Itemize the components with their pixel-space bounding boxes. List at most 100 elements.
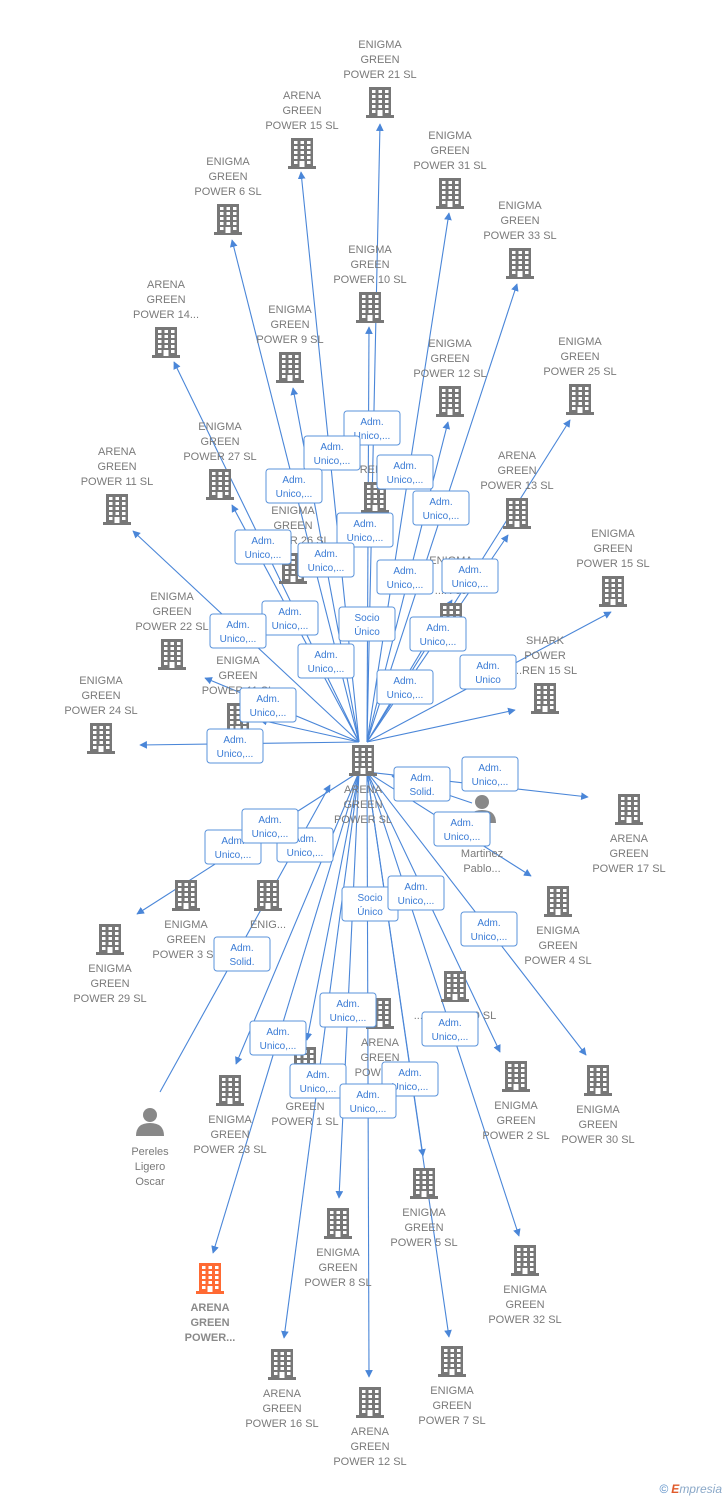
node-label-ag15: ARENA (283, 90, 322, 102)
node-label-eg_b: ENIG... (250, 919, 286, 931)
building-icon-eg22[interactable] (158, 639, 186, 670)
edge-label-text: Unico,... (215, 850, 252, 861)
edge-label-text: Adm. (438, 1018, 461, 1029)
node-label-eg22: GREEN (152, 606, 191, 618)
building-icon-ag12[interactable] (356, 1387, 384, 1418)
edge-label-eg10[interactable]: Adm.Unico,... (336, 512, 394, 548)
edge-label-text: Unico,... (387, 690, 424, 701)
building-icon-ag15[interactable] (288, 138, 316, 169)
building-icon-eg5[interactable] (410, 1168, 438, 1199)
edge-label-sp15[interactable]: Adm.Unico (459, 654, 517, 690)
edge-label-eg1[interactable]: Adm.Unico,... (241, 808, 299, 844)
node-label-eg15: ENIGMA (591, 528, 635, 540)
node-label-eg22: ENIGMA (150, 591, 194, 603)
edge-label-plo[interactable]: Adm.Solid. (213, 936, 271, 972)
edge-label-eg24[interactable]: Adm.Unico,... (206, 728, 264, 764)
node-label-mp: Pablo... (463, 863, 500, 875)
node-label-eg3: ENIGMA (164, 919, 208, 931)
edge-label-ag17[interactable]: Adm.Unico,... (461, 756, 519, 792)
building-icon-agpw[interactable] (196, 1263, 224, 1294)
node-label-ag17: GREEN (609, 848, 648, 860)
node-label-eg3: POWER 3 SL (152, 949, 219, 961)
edge-label-eg4[interactable]: Adm.Unico,... (433, 811, 491, 847)
building-icon-sp15[interactable] (531, 683, 559, 714)
building-icon-eg10[interactable] (356, 292, 384, 323)
building-icon-eg23[interactable] (216, 1075, 244, 1106)
edge-label-ag12[interactable]: Adm.Unico,... (339, 1083, 397, 1119)
edge-label-eg30[interactable]: Adm.Unico,... (460, 911, 518, 947)
building-icon-eg2[interactable] (502, 1061, 530, 1092)
node-label-eg10: GREEN (350, 259, 389, 271)
building-icon-ag11[interactable] (103, 494, 131, 525)
credit-footer[interactable]: ©Empresia (659, 1482, 722, 1496)
edge-label-mp[interactable]: Adm.Solid. (393, 766, 451, 802)
building-icon-ag16[interactable] (268, 1349, 296, 1380)
building-icon-eg6[interactable] (214, 204, 242, 235)
node-label-eg12: GREEN (430, 353, 469, 365)
edge-label-text: Unico,... (420, 637, 457, 648)
edge-label-text: Unico,... (471, 932, 508, 943)
person-icon-plo[interactable] (136, 1108, 164, 1136)
edge-label-ag14[interactable]: Adm.Unico,... (234, 529, 292, 565)
copyright-symbol: © (659, 1482, 669, 1496)
node-label-eg25: ENIGMA (558, 336, 602, 348)
edge-label-eg2[interactable]: Adm.Unico,... (421, 1011, 479, 1047)
edge-label-eg9[interactable]: Adm.Unico,... (297, 542, 355, 578)
building-icon-eg_b[interactable] (254, 880, 282, 911)
edge-label-text: Adm. (230, 943, 253, 954)
building-icon-eg21[interactable] (366, 87, 394, 118)
building-icon-eg3[interactable] (172, 880, 200, 911)
edge-labels-layer: Adm.Unico,...Adm.Unico,...Adm.Unico,...A… (204, 410, 519, 1119)
edge-label-eg32[interactable]: Adm.Unico,... (387, 875, 445, 911)
edge-label-ag11[interactable]: Adm.Unico,... (209, 613, 267, 649)
building-icon-eg29[interactable] (96, 924, 124, 955)
building-icon-eg12[interactable] (436, 386, 464, 417)
building-icon-ag14[interactable] (152, 327, 180, 358)
building-icon-eg33[interactable] (506, 248, 534, 279)
building-icon-ag13[interactable] (503, 498, 531, 529)
node-label-ag12: ARENA (351, 1426, 390, 1438)
building-icon-eg30[interactable] (584, 1065, 612, 1096)
edge-label-ag15[interactable]: Adm.Unico,... (303, 435, 361, 471)
edge-label-eg8[interactable]: Adm.Unico,... (319, 992, 377, 1028)
building-icon-eg20[interactable] (441, 971, 469, 1002)
building-icon-ag17[interactable] (615, 794, 643, 825)
node-label-eg7: ENIGMA (430, 1385, 474, 1397)
edge-label-eg12[interactable]: Adm.Unico,... (376, 559, 434, 595)
building-icon-eg27[interactable] (206, 469, 234, 500)
edge-label-eg11[interactable]: Adm.Unico,... (239, 687, 297, 723)
building-icon-eg9[interactable] (276, 352, 304, 383)
building-icon-eg31[interactable] (436, 178, 464, 209)
building-icon-eg32[interactable] (511, 1245, 539, 1276)
node-label-ag16: ARENA (263, 1388, 302, 1400)
edge-label-ag13[interactable]: Adm.Unico,... (376, 669, 434, 705)
building-icon-eg4[interactable] (544, 886, 572, 917)
edge-label-agpw[interactable]: Adm.Unico,... (249, 1020, 307, 1056)
edge-label-text: Unico,... (330, 1013, 367, 1024)
node-label-eg11: GREEN (218, 670, 257, 682)
building-icon-eg24[interactable] (87, 723, 115, 754)
edge-label-eg27[interactable]: Adm.Unico,... (261, 600, 319, 636)
edge-label-eg33[interactable]: Adm.Unico,... (412, 490, 470, 526)
edge-label-eg6[interactable]: Adm.Unico,... (265, 468, 323, 504)
building-icon-eg25[interactable] (566, 384, 594, 415)
edge-label-eg31[interactable]: Adm.Unico,... (376, 454, 434, 490)
building-icon-eg7[interactable] (438, 1346, 466, 1377)
node-label-ag14: GREEN (146, 294, 185, 306)
edge-label-text: Adm. (278, 607, 301, 618)
node-label-sp15: ...REN 15 SL (513, 665, 577, 677)
edge-label-eg25[interactable]: Adm.Unico,... (441, 558, 499, 594)
node-label-eg29: GREEN (90, 978, 129, 990)
edge-label-eg22[interactable]: Adm.Unico,... (297, 643, 355, 679)
building-icon-center[interactable] (349, 745, 377, 776)
node-label-ag14: POWER 14... (133, 309, 199, 321)
edge-label-eg15[interactable]: Adm.Unico,... (409, 616, 467, 652)
edge-label-text: Unico,... (308, 563, 345, 574)
edge-line-agpw (211, 771, 360, 1254)
edge-label-text: Unico,... (252, 829, 289, 840)
edge-label-ag16[interactable]: Adm.Unico,... (289, 1063, 347, 1099)
node-label-ag17: POWER 17 SL (592, 863, 665, 875)
building-icon-eg8[interactable] (324, 1208, 352, 1239)
building-icon-eg15[interactable] (599, 576, 627, 607)
